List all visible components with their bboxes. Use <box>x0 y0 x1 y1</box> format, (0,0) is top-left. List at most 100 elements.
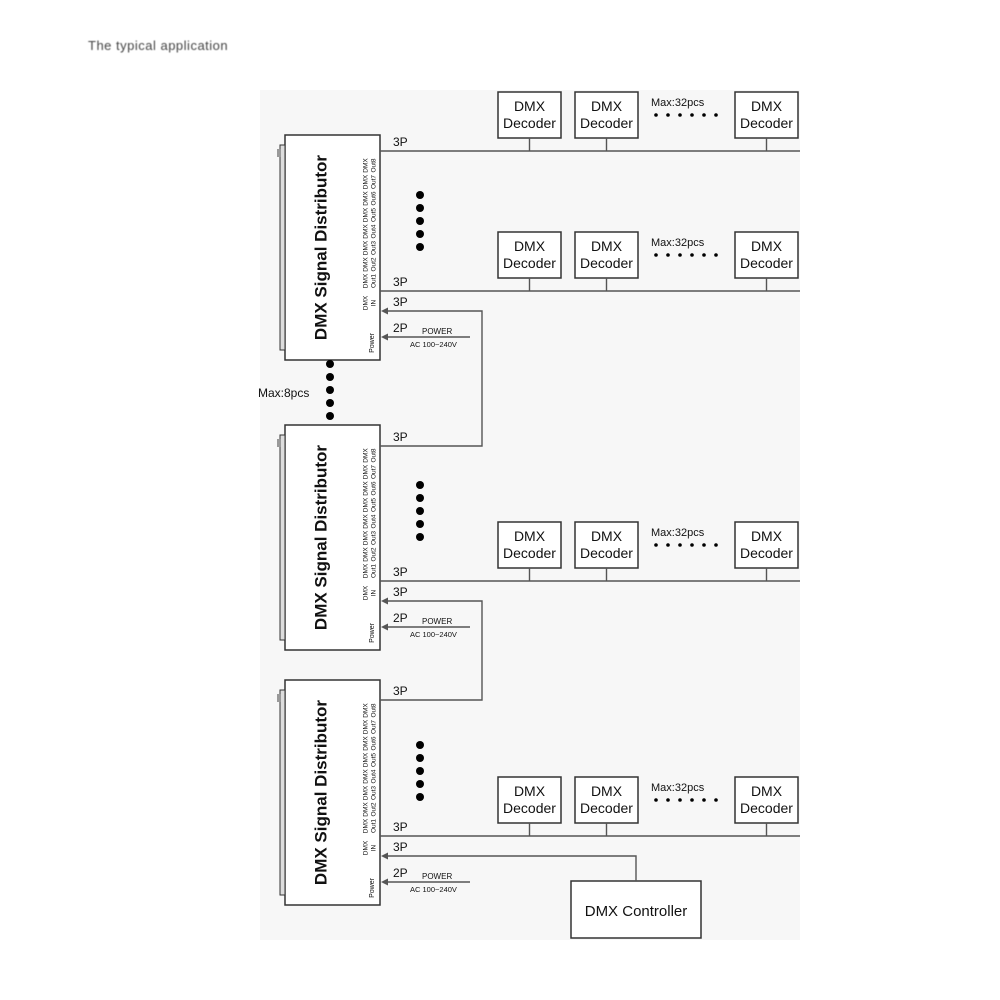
distributor-power-port-label: Power <box>369 332 376 353</box>
decoder-outline <box>734 776 799 824</box>
decoder-more-dot <box>666 113 670 117</box>
dmx-controller-box <box>570 880 702 939</box>
distributor-out-port-label: Out3 <box>371 531 378 545</box>
decoder-label-dmx: DMX <box>514 98 546 114</box>
decoder-more-dot <box>702 113 706 117</box>
ac-range-label: AC 100~240V <box>410 630 457 639</box>
in-arrow <box>381 597 388 605</box>
decoder-outline <box>734 521 799 569</box>
decoder-label-decoder: Decoder <box>503 255 556 271</box>
three-pin-label: 3P <box>393 430 408 444</box>
decoder-more-dot <box>678 798 682 802</box>
decoder-label-dmx: DMX <box>591 98 623 114</box>
distributor-out-port-label: Out6 <box>371 481 378 495</box>
decoder-label-dmx: DMX <box>514 528 546 544</box>
distributor-out-port-label: DMX <box>363 703 370 718</box>
distributor-title: DMX Signal Distributor <box>311 700 330 886</box>
distributor-mount-flange <box>279 144 286 351</box>
distributor-out-port-label: Out8 <box>371 703 378 717</box>
two-pin-label: 2P <box>393 611 408 625</box>
decoder-more-dot <box>714 543 718 547</box>
more-distributors-dot <box>326 386 334 394</box>
more-outputs-dot <box>416 204 424 212</box>
more-outputs-dot <box>416 217 424 225</box>
decoder-more-dot <box>702 798 706 802</box>
power-label: POWER <box>422 872 452 881</box>
link-middle-to-bottom <box>380 600 483 701</box>
decoder-label-decoder: Decoder <box>740 115 793 131</box>
dmx-controller-label: DMX Controller <box>585 903 688 920</box>
max-decoders-label: Max:32pcs <box>651 527 705 539</box>
ac-range-label: AC 100~240V <box>410 885 457 894</box>
distributor-mount-flange <box>279 434 286 641</box>
max-decoders-label: Max:32pcs <box>651 782 705 794</box>
distributor-out-port-label: DMX <box>363 785 370 800</box>
more-outputs-dot <box>416 191 424 199</box>
decoder-label-dmx: DMX <box>514 783 546 799</box>
decoder-label-decoder: Decoder <box>740 255 793 271</box>
more-outputs-dot <box>416 494 424 502</box>
distributor-out-port-label: DMX <box>363 481 370 496</box>
distributor-out-port-label: Out2 <box>371 257 378 271</box>
decoder-outline <box>574 231 639 279</box>
three-pin-label: 3P <box>393 135 408 149</box>
decoder-label-decoder: Decoder <box>580 545 633 561</box>
distributor-out-port-label: Out3 <box>371 786 378 800</box>
distributor-in-port-label: IN <box>371 844 378 851</box>
more-distributors-dot <box>326 373 334 381</box>
distributor-power-port-label: Power <box>369 877 376 898</box>
decoder-more-dot <box>714 113 718 117</box>
distributor-out-port-label: Out7 <box>371 465 378 479</box>
decoder-label-dmx: DMX <box>591 238 623 254</box>
link-top-to-middle <box>380 310 483 447</box>
decoder-label-dmx: DMX <box>751 783 783 799</box>
distributor-outline <box>284 679 381 906</box>
distributor-out-port-label: DMX <box>363 563 370 578</box>
decoder-more-dot <box>666 798 670 802</box>
distributor-out-port-label: Out2 <box>371 802 378 816</box>
decoder-label-decoder: Decoder <box>503 115 556 131</box>
distributor-out-port-label: DMX <box>363 191 370 206</box>
distributor-out-port-label: DMX <box>363 736 370 751</box>
two-pin-label: 2P <box>393 866 408 880</box>
distributor-out-port-label: Out2 <box>371 547 378 561</box>
more-outputs-dot <box>416 243 424 251</box>
distributor-out-port-label: Out4 <box>371 514 378 528</box>
distributor-out-port-label: DMX <box>363 224 370 239</box>
decoder-more-dot <box>690 113 694 117</box>
decoder-more-dot <box>678 253 682 257</box>
power-arrow <box>381 623 388 631</box>
decoder-label-decoder: Decoder <box>503 800 556 816</box>
distributor-out-port-label: Out7 <box>371 720 378 734</box>
distributor-in-port-label: DMX <box>363 295 370 310</box>
distributor-outline <box>284 134 381 361</box>
distributor-out-port-label: Out1 <box>371 819 378 833</box>
decoder-label-dmx: DMX <box>591 783 623 799</box>
decoder-outline <box>497 521 562 569</box>
distributor-out-port-label: DMX <box>363 448 370 463</box>
decoder-more-dot <box>714 798 718 802</box>
decoder-more-dot <box>678 543 682 547</box>
decoder-more-dot <box>654 253 658 257</box>
decoder-more-dot <box>702 253 706 257</box>
distributor-out-port-label: Out7 <box>371 175 378 189</box>
decoder-label-dmx: DMX <box>591 528 623 544</box>
decoder-label-decoder: Decoder <box>580 115 633 131</box>
distributor-out-port-label: DMX <box>363 514 370 529</box>
distributor-in-port-label: IN <box>371 589 378 596</box>
decoder-outline <box>734 231 799 279</box>
more-distributors-dot <box>326 399 334 407</box>
distributor-out-port-label: DMX <box>363 818 370 833</box>
distributor-out-port-label: DMX <box>363 497 370 512</box>
more-outputs-dot <box>416 793 424 801</box>
decoder-more-dot <box>666 543 670 547</box>
